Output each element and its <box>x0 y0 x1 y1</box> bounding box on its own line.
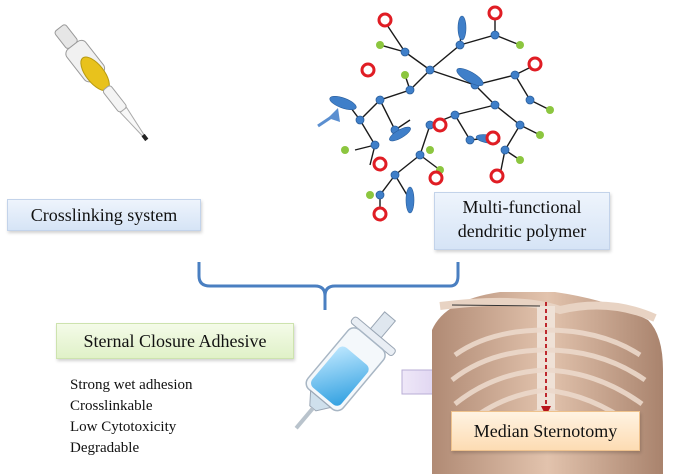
property-item: Crosslinkable <box>70 398 153 414</box>
property-item: Degradable <box>70 440 140 456</box>
dendritic-polymer-label-line2: dendritic polymer <box>457 221 587 241</box>
pipette-icon <box>54 24 149 142</box>
polymer-ellipses <box>329 15 501 214</box>
syringe-icon <box>294 311 397 430</box>
dendritic-polymer-label: Multi-functional dendritic polymer <box>434 192 610 250</box>
median-sternotomy-label: Median Sternotomy <box>451 411 640 451</box>
property-item: Low Cytotoxicity <box>70 419 177 435</box>
adhesive-properties-list: Strong wet adhesion Crosslinkable Low Cy… <box>70 375 192 459</box>
polymer-green-ends <box>341 41 554 199</box>
sternal-closure-adhesive-label: Sternal Closure Adhesive <box>56 323 294 359</box>
dendritic-polymer-label-line1: Multi-functional <box>462 197 582 217</box>
crosslinking-system-label: Crosslinking system <box>7 199 201 231</box>
bracket-icon <box>197 262 460 297</box>
polymer-red-rings <box>360 5 543 222</box>
polymer-small-arrow <box>317 108 340 128</box>
property-item: Strong wet adhesion <box>70 377 193 393</box>
